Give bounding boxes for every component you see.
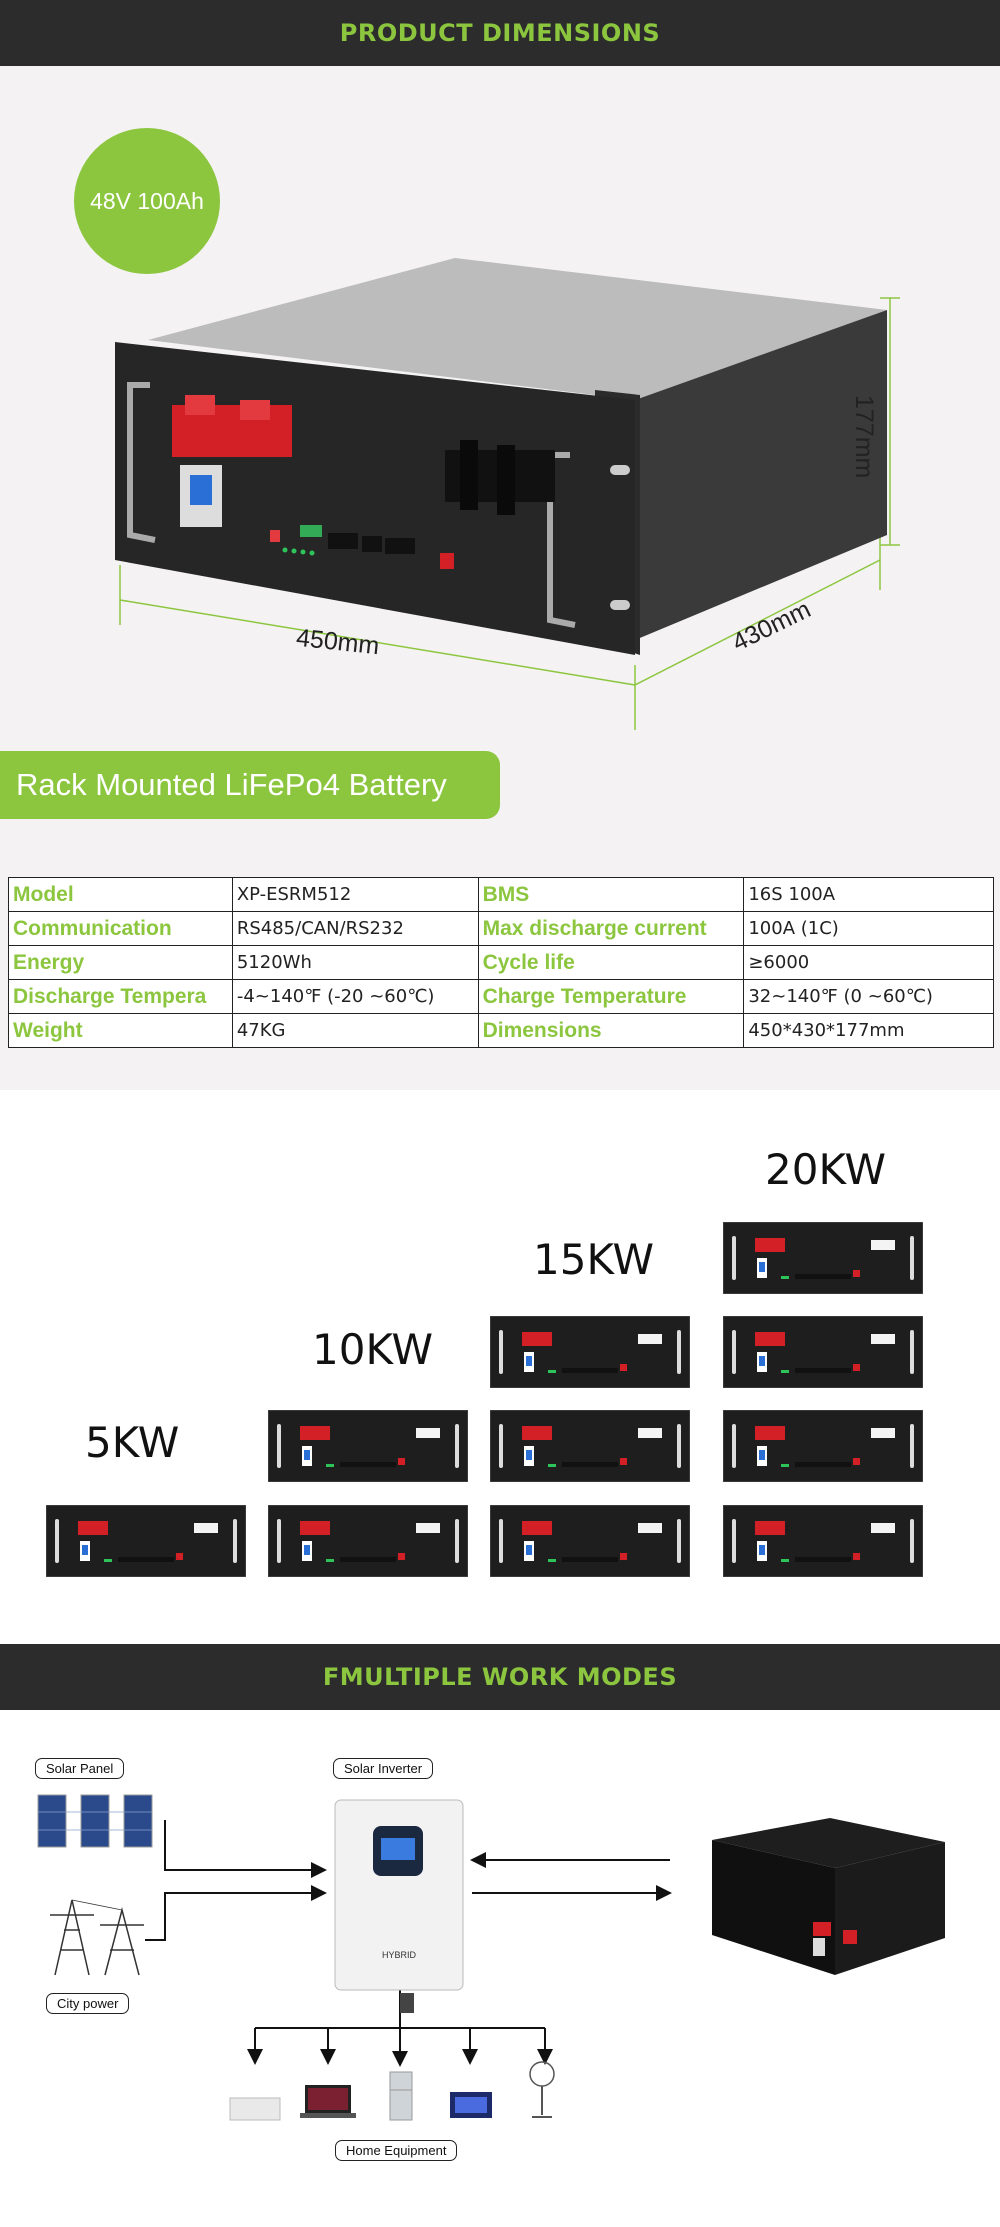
battery-top xyxy=(148,258,887,400)
spec-key: Weight xyxy=(8,1013,233,1048)
solar-inverter-label: Solar Inverter xyxy=(333,1758,434,1779)
header-work-modes: FMULTIPLE WORK MODES xyxy=(0,1644,1000,1710)
product-banner: Rack Mounted LiFePo4 Battery xyxy=(0,751,500,819)
battery-illustration xyxy=(115,258,900,730)
work-modes-diagram: HYBRID xyxy=(37,1794,945,2121)
spec-value: 32~140℉ (0 ~60℃) xyxy=(743,979,994,1014)
power-tower-icon xyxy=(50,1899,144,1976)
battery-module xyxy=(45,1504,247,1578)
spec-value: -4~140℉ (-20 ~60℃) xyxy=(231,979,479,1014)
spec-value: 450*430*177mm xyxy=(743,1013,994,1048)
spec-key: BMS xyxy=(477,877,745,912)
battery-module xyxy=(722,1504,924,1578)
battery-module xyxy=(722,1409,924,1483)
battery-module xyxy=(489,1504,691,1578)
inverter-brand-text: HYBRID xyxy=(382,1950,417,1960)
spec-key: Max discharge current xyxy=(477,911,745,946)
spec-value: RS485/CAN/RS232 xyxy=(231,911,479,946)
battery-unit-icon xyxy=(712,1818,945,1975)
spec-key: Discharge Tempera xyxy=(8,979,233,1014)
header-product-dimensions: PRODUCT DIMENSIONS xyxy=(0,0,1000,66)
battery-module xyxy=(489,1409,691,1483)
battery-module xyxy=(722,1221,924,1295)
dimension-lines xyxy=(119,297,900,730)
battery-module xyxy=(489,1315,691,1389)
spec-key: Energy xyxy=(8,945,233,980)
capacity-badge: 48V 100Ah xyxy=(74,128,220,274)
label-5kw: 5KW xyxy=(85,1418,180,1467)
battery-side xyxy=(635,310,887,640)
television-icon xyxy=(450,2092,492,2118)
battery-module xyxy=(267,1504,469,1578)
spec-value: ≥6000 xyxy=(743,945,994,980)
laptop-icon xyxy=(300,2085,356,2118)
solar-panel-label: Solar Panel xyxy=(35,1758,125,1779)
spec-key: Cycle life xyxy=(477,945,745,980)
spec-key: Model xyxy=(8,877,233,912)
label-10kw: 10KW xyxy=(312,1325,434,1374)
spec-key: Dimensions xyxy=(477,1013,745,1048)
solar-panel-icon xyxy=(37,1794,153,1848)
spec-value: 47KG xyxy=(231,1013,479,1048)
label-20kw: 20KW xyxy=(765,1145,887,1194)
spec-value: 16S 100A xyxy=(743,877,994,912)
solar-inverter-icon xyxy=(334,1799,464,2013)
spec-value: 100A (1C) xyxy=(743,911,994,946)
battery-module xyxy=(267,1409,469,1483)
battery-module xyxy=(722,1315,924,1389)
spec-row: Discharge Tempera-4~140℉ (-20 ~60℃)Charg… xyxy=(8,979,994,1014)
spec-key: Charge Temperature xyxy=(477,979,745,1014)
city-power-label: City power xyxy=(46,1993,130,2014)
spec-value: XP-ESRM512 xyxy=(231,877,479,912)
dimension-height-label: 177mm xyxy=(850,395,878,479)
home-equipment-label: Home Equipment xyxy=(335,2140,458,2161)
spec-key: Communication xyxy=(8,911,233,946)
air-conditioner-icon xyxy=(229,2097,281,2121)
spec-value: 5120Wh xyxy=(231,945,479,980)
refrigerator-icon xyxy=(389,2071,413,2121)
fan-icon xyxy=(529,2061,555,2118)
label-15kw: 15KW xyxy=(533,1235,655,1284)
